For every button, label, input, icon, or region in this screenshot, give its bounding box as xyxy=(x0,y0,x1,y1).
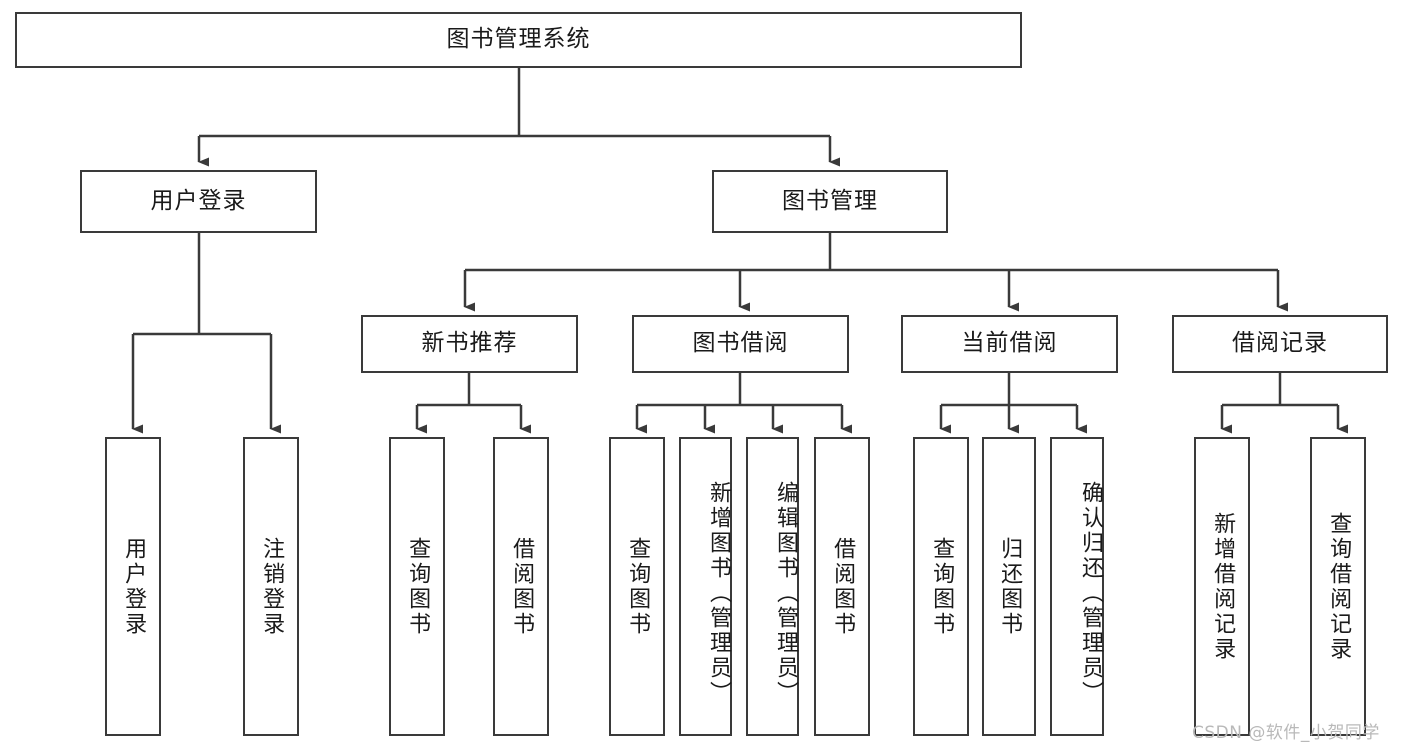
leaf-user-login-logout[interactable]: 注销登录 xyxy=(243,437,299,736)
leaf-current-query-book[interactable]: 查询图书 xyxy=(913,437,969,736)
node-book-borrow[interactable]: 图书借阅 xyxy=(632,315,849,373)
leaf-records-add-record[interactable]: 新增借阅记录 xyxy=(1194,437,1250,736)
node-user-login[interactable]: 用户登录 xyxy=(80,170,317,233)
leaf-records-query-record[interactable]: 查询借阅记录 xyxy=(1310,437,1366,736)
leaf-borrow-add-book-admin[interactable]: 新增图书（管理员） xyxy=(679,437,732,736)
leaf-borrow-borrow-book[interactable]: 借阅图书 xyxy=(814,437,870,736)
node-book-management[interactable]: 图书管理 xyxy=(712,170,948,233)
leaf-user-login-login[interactable]: 用户登录 xyxy=(105,437,161,736)
node-new-book-recommend[interactable]: 新书推荐 xyxy=(361,315,578,373)
node-root-system[interactable]: 图书管理系统 xyxy=(15,12,1022,68)
leaf-current-return-book[interactable]: 归还图书 xyxy=(982,437,1036,736)
leaf-current-confirm-return-admin[interactable]: 确认归还（管理员） xyxy=(1050,437,1104,736)
csdn-watermark: CSDN @软件_小贺同学 xyxy=(1192,723,1380,743)
node-current-borrow[interactable]: 当前借阅 xyxy=(901,315,1118,373)
leaf-recommend-query-book[interactable]: 查询图书 xyxy=(389,437,445,736)
node-borrow-records[interactable]: 借阅记录 xyxy=(1172,315,1388,373)
leaf-borrow-query-book[interactable]: 查询图书 xyxy=(609,437,665,736)
leaf-borrow-edit-book-admin[interactable]: 编辑图书（管理员） xyxy=(746,437,799,736)
leaf-recommend-borrow-book[interactable]: 借阅图书 xyxy=(493,437,549,736)
